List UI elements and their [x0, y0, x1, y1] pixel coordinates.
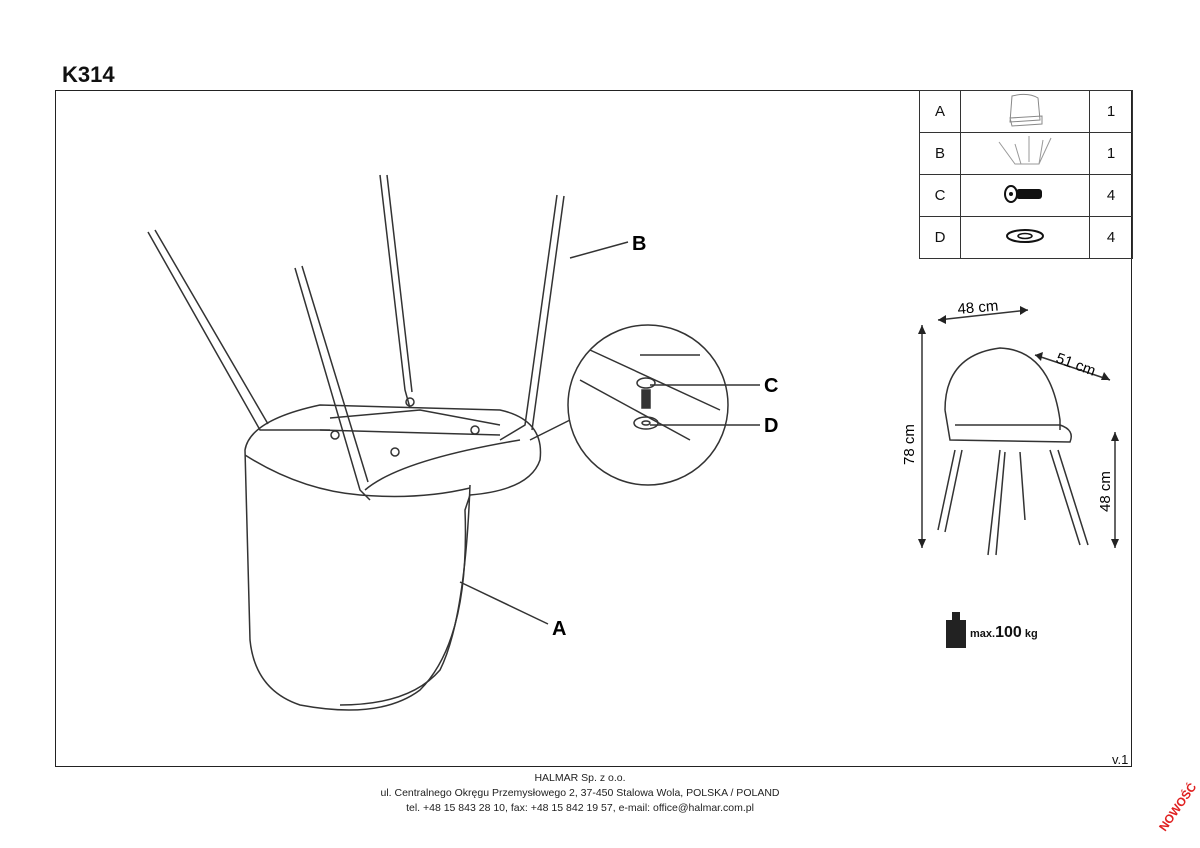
leg-2 [294, 265, 371, 501]
part-qty: 4 [1089, 216, 1133, 259]
parts-table: A 1 B 1 C 4 D 4 [919, 90, 1133, 259]
leg-4 [499, 194, 565, 441]
leg-3 [379, 174, 413, 409]
parts-row: B 1 [919, 132, 1133, 175]
part-qty: 1 [1089, 132, 1133, 175]
dim-depth: 51 cm [1054, 350, 1098, 380]
parts-row: A 1 [919, 90, 1133, 133]
version-label: v.1 [1112, 752, 1129, 767]
dim-width: 48 cm [957, 297, 999, 317]
drawing-frame [55, 90, 1132, 767]
leg-1 [147, 229, 330, 431]
seat-shell [244, 404, 542, 711]
max-load-value: 100 [995, 624, 1022, 641]
dim-height: 78 cm [901, 424, 918, 465]
parts-row: C 4 [919, 174, 1133, 217]
footer-contact: tel. +48 15 843 28 10, fax: +48 15 842 1… [406, 802, 754, 814]
side-chair-back [944, 347, 1061, 430]
callout-b: B [632, 233, 646, 255]
max-load-prefix: max. [970, 628, 996, 640]
washer-icon [960, 216, 1090, 259]
part-letter: A [919, 90, 961, 133]
callout-a: A [552, 618, 566, 640]
part-qty: 1 [1089, 90, 1133, 133]
seat-icon [960, 90, 1090, 133]
weight-icon [946, 620, 966, 648]
part-letter: C [919, 174, 961, 217]
footer-company: HALMAR Sp. z o.o. [534, 772, 626, 784]
part-letter: B [919, 132, 961, 175]
dim-seat-height: 48 cm [1097, 471, 1114, 512]
callout-d: D [764, 415, 778, 437]
part-letter: D [919, 216, 961, 259]
document-title: K314 [62, 62, 115, 87]
max-load-unit: kg [1024, 628, 1038, 640]
footer-address: ul. Centralnego Okręgu Przemysłowego 2, … [380, 787, 780, 799]
parts-row: D 4 [919, 216, 1133, 259]
callout-c: C [764, 375, 778, 397]
bolt-icon [960, 174, 1090, 217]
leg-frame-icon [960, 132, 1090, 175]
footer: HALMAR Sp. z o.o. ul. Centralnego Okręgu… [0, 771, 1160, 816]
part-qty: 4 [1089, 174, 1133, 217]
max-load: max.100 kg [970, 624, 1038, 642]
